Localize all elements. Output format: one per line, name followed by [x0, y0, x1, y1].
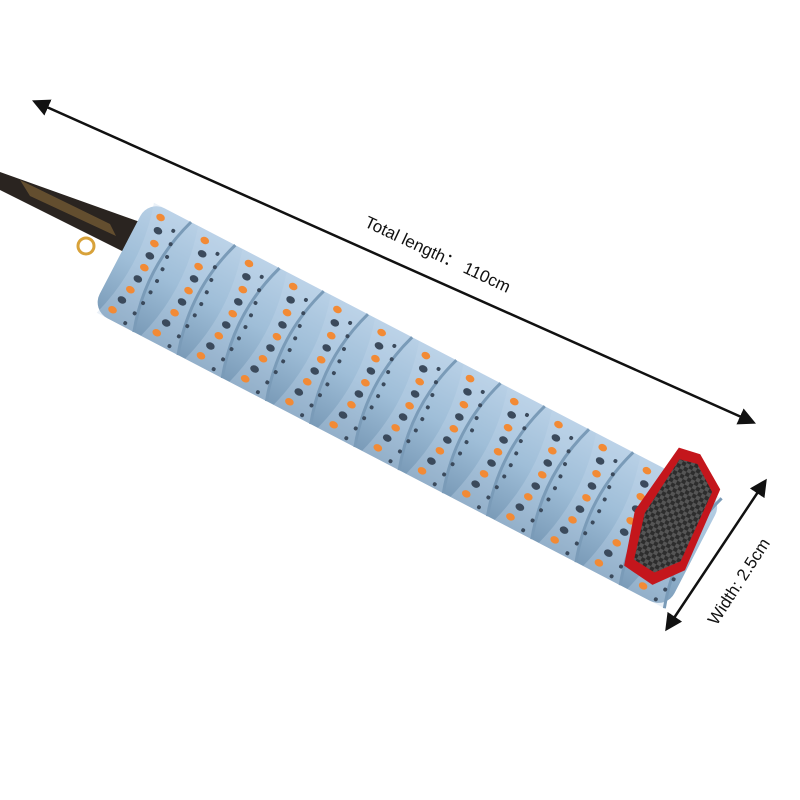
grip-pinhole [494, 485, 499, 490]
grip-hole [515, 503, 525, 511]
grip-pinhole [518, 439, 523, 444]
grip-hole [443, 436, 452, 444]
grip-hole [499, 436, 508, 444]
grip-pinhole [432, 482, 437, 487]
grip-hole [543, 459, 553, 467]
grip-pinhole [388, 459, 393, 464]
grip-hole [559, 526, 569, 534]
grip-hole [582, 494, 591, 502]
grip-pinhole [458, 451, 463, 456]
grip-pinhole [470, 428, 475, 433]
grip-pinhole [546, 497, 551, 502]
grip-pinhole [502, 474, 507, 479]
grip-pinhole [442, 472, 447, 477]
length-arrow [32, 99, 756, 425]
grip-pinhole [610, 472, 615, 477]
grip-hole [638, 582, 648, 590]
grip-hole [594, 559, 604, 567]
grip-hole [550, 536, 559, 544]
grip-pinhole [613, 459, 618, 464]
grip-hole [449, 425, 459, 433]
grip-pinhole [508, 463, 513, 468]
grip-hole [479, 470, 489, 478]
grip-pinhole [406, 439, 411, 444]
grip-pinhole [609, 574, 614, 579]
grip-hole [391, 424, 400, 432]
grip-pinhole [607, 485, 612, 490]
grip-hole [636, 493, 646, 501]
grip-hole [598, 443, 608, 452]
grip-hole [503, 423, 513, 432]
grip-pinhole [566, 449, 571, 454]
grip-pinhole [558, 474, 563, 479]
grip-hole [619, 528, 629, 536]
width-arrow [665, 478, 767, 632]
grip-pinhole [563, 462, 568, 467]
grip-pinhole [618, 564, 623, 569]
grip-hole [427, 457, 436, 465]
grip-hole [612, 539, 622, 547]
grip-pinhole [597, 509, 602, 514]
grip-pinhole [653, 597, 658, 602]
grip-hole [382, 434, 392, 442]
grip-hole [417, 467, 427, 475]
grip-hole [523, 493, 533, 501]
grip-hole [435, 447, 445, 455]
grip-pinhole [522, 426, 527, 431]
grip-pinhole [464, 440, 469, 445]
grip-wrap-edge [574, 451, 635, 563]
grip-hole [640, 480, 649, 488]
grip-hole [595, 457, 605, 465]
grip-hole [551, 434, 561, 442]
grip-pinhole [574, 541, 579, 546]
grip-pinhole [583, 531, 588, 536]
grip-pinhole [590, 520, 595, 525]
grip-hole [471, 480, 480, 488]
grip-pinhole [565, 551, 570, 556]
grip-pinhole [552, 486, 557, 491]
grip-pinhole [413, 428, 418, 433]
grip-pinhole [530, 518, 535, 523]
grip-hole [592, 470, 601, 478]
grip-pinhole [569, 436, 574, 441]
grip-hole [537, 471, 547, 479]
grip-hole [531, 482, 541, 490]
grip-hole [506, 513, 515, 521]
racket-shaft [0, 172, 140, 256]
grip-hole [642, 466, 652, 475]
grip-pinhole [514, 451, 519, 456]
grip-pinhole [450, 462, 455, 467]
grip-pinhole [538, 508, 543, 513]
grip-pinhole [521, 528, 526, 533]
grip-wrap-edge [530, 428, 591, 540]
grip-pinhole [486, 495, 491, 500]
grip-pinhole [344, 436, 349, 441]
grip-hole [373, 444, 383, 452]
grip-hole [547, 446, 557, 455]
grip-hole [603, 549, 613, 557]
grip-hole [487, 459, 496, 467]
grip-hole [568, 516, 577, 524]
grip-pinhole [602, 497, 607, 502]
grip-pinhole [353, 426, 358, 431]
grip-hole [461, 490, 471, 498]
grip-pinhole [476, 505, 481, 510]
grip-hole [575, 505, 585, 513]
grip-pinhole [397, 449, 402, 454]
grip-hole [493, 448, 503, 456]
grip-hole [587, 482, 597, 490]
